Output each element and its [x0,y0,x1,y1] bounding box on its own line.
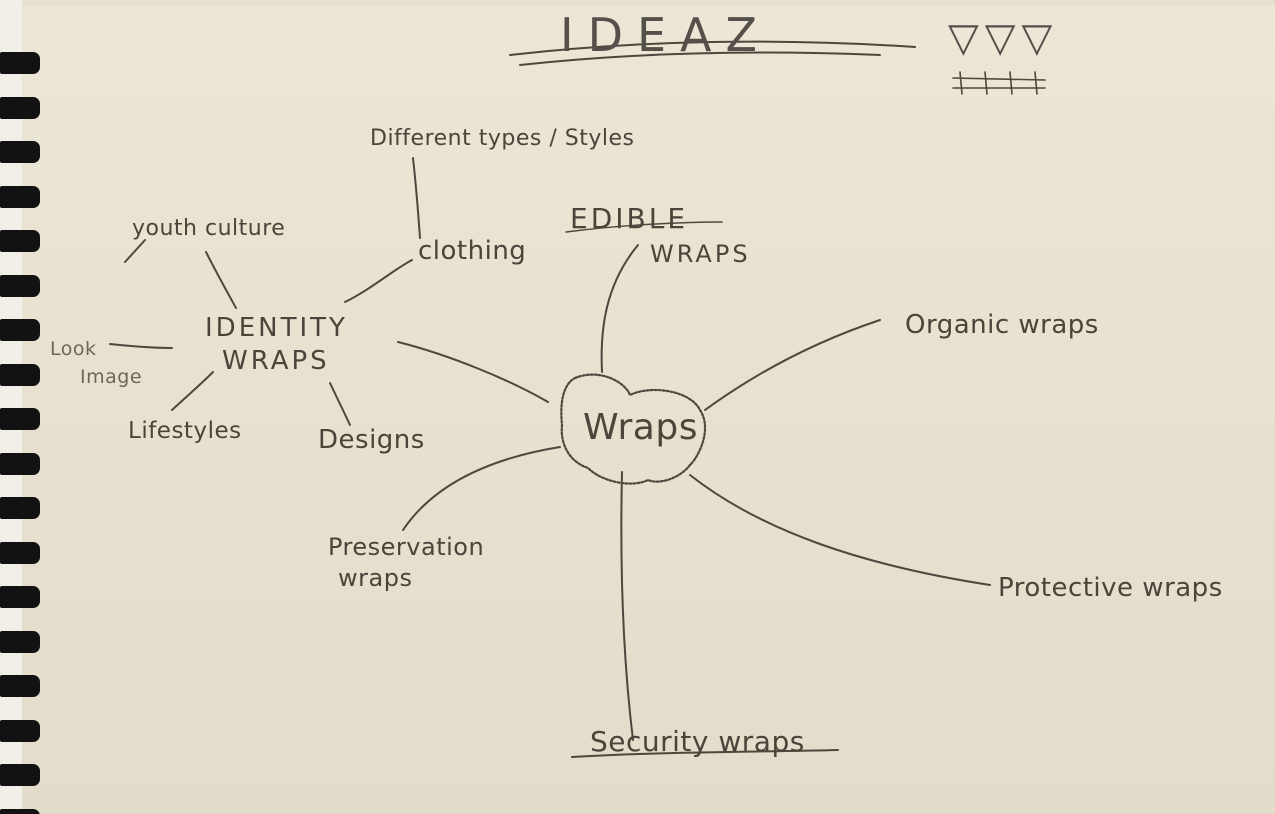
connector-protective [689,474,991,586]
designs-label: Designs [318,425,425,455]
binding-ring [0,274,40,297]
title-scribble-line [509,40,916,56]
edible-wraps-line2: WRAPS [650,240,751,268]
connector-look [109,343,173,349]
central-node-label: Wraps [583,407,698,448]
binding-ring [0,452,40,475]
connector-identity [397,341,549,403]
different-types-label: Different types / Styles [370,126,635,151]
central-bubble [560,373,707,485]
binding-ring [0,675,40,697]
binding-ring [0,541,40,564]
connector-clothing [344,259,413,303]
preservation-wraps-line2: wraps [338,564,413,592]
lifestyles-label: Lifestyles [128,418,242,444]
paper-sheet [22,6,1275,814]
binding-ring [0,630,40,653]
security-underline [571,749,839,758]
binding-ring [0,719,40,742]
youth-culture-label: youth culture [132,216,286,241]
identity-wraps-line2: WRAPS [222,346,330,376]
binding-ring [0,52,40,74]
connector-different-types [412,157,421,239]
connector-lifestyles [171,371,214,411]
connector-designs [329,382,351,426]
connector-security [620,471,634,741]
binding-ring [0,497,40,519]
preservation-wraps-line1: Preservation [328,533,485,561]
edible-strike [565,221,723,233]
connector-youth-tick [124,239,146,263]
connector-organic [704,319,881,411]
binding-ring [0,586,40,608]
binding-ring [0,363,40,386]
binding-ring [0,408,40,430]
protective-wraps-label: Protective wraps [998,573,1223,603]
look-label: Look [50,338,97,360]
roman-numeral-mark: ▽▽▽ [948,15,1059,61]
connector-youth-culture [205,251,237,309]
title-tick-marks [952,71,1046,95]
binding-ring [0,764,40,786]
binding-ring [0,319,40,341]
identity-wraps-line1: IDENTITY [205,313,348,343]
connector-preservation [402,446,561,531]
edible-wraps-line1: EDIBLE [570,202,689,235]
security-wraps-label: Security wraps [590,725,805,758]
binding-ring [0,96,40,119]
binding-ring [0,808,40,814]
organic-wraps-label: Organic wraps [905,310,1099,340]
binding-ring [0,185,40,208]
binding-ring [0,141,40,163]
page-title: IDEAZ [560,8,772,62]
binding-ring [0,230,40,252]
image-label: Image [80,366,143,388]
connector-edible [600,244,639,373]
clothing-label: clothing [418,236,527,266]
title-scribble-line [519,51,881,66]
